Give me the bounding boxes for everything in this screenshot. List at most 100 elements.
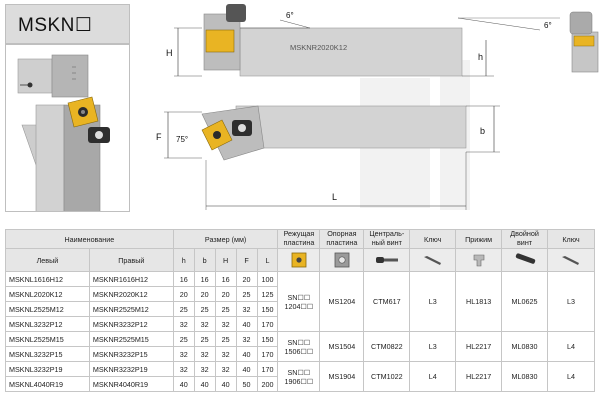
dim-F-label: F: [156, 132, 162, 142]
table-row: MSKNL3232P12 MSKNR3232P12 32 32 32 40 17…: [5, 316, 595, 332]
key-cell: [409, 248, 457, 272]
dim-L: 150: [256, 331, 279, 347]
right-model: MSKNR2020K12: [88, 286, 174, 302]
clamp-code: HL1813: [455, 271, 503, 332]
subheader-left: Левый: [5, 248, 90, 272]
pin-cell: [363, 248, 411, 272]
dim-F: 32: [235, 301, 258, 317]
right-model: MSKNR3232P15: [88, 346, 174, 362]
left-model: MSKNL3232P12: [5, 316, 90, 332]
dim-b: 25: [193, 301, 216, 317]
header-key: Ключ: [409, 229, 457, 249]
subheader-dim-F: F: [235, 248, 258, 272]
tool-holder-thumbnail-illustration: [17, 54, 110, 214]
dim-L: 170: [256, 361, 279, 377]
header-insert: Режущая пластина: [277, 229, 321, 249]
specification-table: Наименование Размер (мм) Режущая пластин…: [5, 229, 595, 392]
dim-H: 40: [214, 376, 237, 392]
table-row: MSKNL2525M15 MSKNR2525M15 25 25 25 32 15…: [5, 331, 595, 362]
pin-code: CTM0822: [363, 331, 411, 362]
right-model: MSKNR2525M15: [88, 331, 174, 347]
double-screw-code: ML0830: [501, 331, 548, 362]
left-model: MSKNL2525M15: [5, 331, 90, 347]
dim-L: 170: [256, 316, 279, 332]
key2-code: L3: [547, 271, 595, 332]
dim-F: 40: [235, 316, 258, 332]
clamp-code: HL2217: [455, 331, 503, 362]
double-screw-code: ML0830: [501, 361, 548, 392]
dim-L-label: L: [332, 192, 337, 202]
dim-F: 40: [235, 346, 258, 362]
hex-key-icon: [562, 256, 579, 265]
support-code: MS1904: [319, 361, 365, 392]
left-model: MSKNL2020K12: [5, 286, 90, 302]
right-model: MSKNR2525M12: [88, 301, 174, 317]
double-screw-cell: [501, 248, 548, 272]
table-row: MSKNL3232P15 MSKNR3232P15 32 32 32 40 17…: [5, 346, 595, 362]
right-model: MSKNR3232P19: [88, 361, 174, 377]
right-model: MSKNR1616H12: [88, 271, 174, 287]
dim-H: 32: [214, 316, 237, 332]
dim-L: 100: [256, 271, 279, 287]
header-key2: Ключ: [547, 229, 595, 249]
subheader-dim-H: H: [214, 248, 237, 272]
product-title: MSKN☐: [18, 15, 93, 36]
left-model: MSKNL2525M12: [5, 301, 90, 317]
right-model: MSKNR3232P12: [88, 316, 174, 332]
angle-label-top-left: 6°: [286, 11, 294, 20]
dim-b: 32: [193, 316, 216, 332]
dim-F: 40: [235, 361, 258, 377]
dim-H: 20: [214, 286, 237, 302]
dim-h: 32: [172, 346, 195, 362]
subheader-right: Правый: [88, 248, 174, 272]
table-row: MSKNL2020K12 MSKNR2020K12 20 20 20 25 12…: [5, 286, 595, 302]
dim-F: 32: [235, 331, 258, 347]
table-row: MSKNL1616H12 MSKNR1616H12 16 16 16 20 10…: [5, 271, 595, 332]
dim-b: 16: [193, 271, 216, 287]
key2-cell: [547, 248, 595, 272]
dim-h: 20: [172, 286, 195, 302]
dim-F: 20: [235, 271, 258, 287]
subheader-dim-b: b: [193, 248, 216, 272]
header-dimensions: Размер (мм): [172, 229, 279, 249]
dim-b: 32: [193, 346, 216, 362]
header-support: Опорная пластина: [319, 229, 365, 249]
left-model: MSKNL1616H12: [5, 271, 90, 287]
angle-label-top-right: 6°: [544, 21, 552, 30]
dim-F: 50: [235, 376, 258, 392]
support-code: MS1504: [319, 331, 365, 362]
angle-label-side: 75°: [176, 135, 188, 144]
dim-H: 25: [214, 301, 237, 317]
technical-drawing: 6° MSKNR2020K12 H 6° h 75° F b: [140, 0, 600, 226]
screw-icon: [375, 257, 398, 263]
dim-h-label: h: [478, 52, 483, 62]
square-insert-icon: [291, 252, 307, 268]
dim-h: 25: [172, 331, 195, 347]
insert-code: SN☐☐1506☐☐: [277, 331, 321, 362]
dim-b-label: b: [480, 126, 485, 136]
dim-h: 16: [172, 271, 195, 287]
left-model: MSKNL4040R19: [5, 376, 90, 392]
dim-F: 25: [235, 286, 258, 302]
dim-h: 32: [172, 316, 195, 332]
key2-code: L4: [547, 361, 595, 392]
dim-H: 32: [214, 346, 237, 362]
dim-h: 40: [172, 376, 195, 392]
shim-plate-icon: [334, 252, 350, 268]
dim-h: 25: [172, 301, 195, 317]
dimension-drawing-svg: 6° MSKNR2020K12 H 6° h 75° F b: [156, 4, 599, 210]
double-screw-code: ML0625: [501, 271, 548, 332]
clamp-code: HL2217: [455, 361, 503, 392]
dim-L: 170: [256, 346, 279, 362]
dim-h: 32: [172, 361, 195, 377]
clamp-icon: [473, 254, 484, 267]
dim-b: 32: [193, 361, 216, 377]
double-screw-icon: [515, 253, 535, 264]
shim-cell: [319, 248, 365, 272]
clamp-cell: [455, 248, 503, 272]
pin-code: CTM617: [363, 271, 411, 332]
dim-L: 150: [256, 301, 279, 317]
key-code: L3: [409, 271, 457, 332]
product-title-box: MSKN☐: [5, 4, 130, 44]
table-row: MSKNL3232P19 MSKNR3232P19 32 32 32 40 17…: [5, 361, 595, 392]
